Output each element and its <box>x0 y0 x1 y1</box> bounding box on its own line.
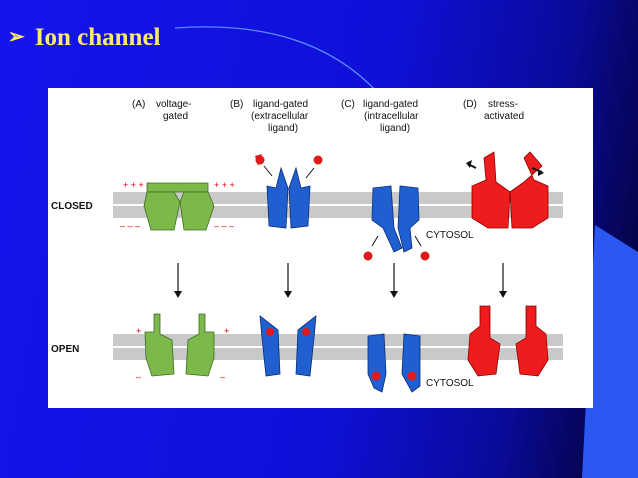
header-letter: (B) <box>230 99 243 110</box>
intracellular-ligand-channel-closed: CYTOSOL <box>363 185 474 261</box>
positive-charge: + + + <box>123 180 144 190</box>
intracellular-ligand-channel-open: CYTOSOL <box>367 333 474 393</box>
header-line: gated <box>163 111 188 122</box>
header-line: ligand) <box>380 123 410 134</box>
ion-channel-diagram: (A) voltage- gated (B) ligand-gated (ext… <box>51 99 563 393</box>
header-line: activated <box>484 111 524 122</box>
ion-channel-figure: (A) voltage- gated (B) ligand-gated (ext… <box>48 88 593 408</box>
positive-charge: + + + <box>214 180 235 190</box>
extracellular-ligand-channel-closed <box>255 154 323 229</box>
header-line: ligand-gated <box>363 99 418 110</box>
row-label-open: OPEN <box>51 344 79 355</box>
bullet-arrow-icon: ➢ <box>8 26 25 48</box>
header-line: (intracellular <box>364 111 419 122</box>
header-line: (extracellular <box>251 111 309 122</box>
negative-charge: – <box>136 372 141 382</box>
header-letter: (D) <box>463 99 477 110</box>
slide-title-text: Ion channel <box>34 24 161 51</box>
header-letter: (C) <box>341 99 355 110</box>
header-letter: (A) <box>132 99 145 110</box>
positive-charge: + <box>136 326 141 336</box>
closed-membrane <box>113 192 563 218</box>
stress-activated-channel-open <box>467 305 549 377</box>
header-intracellular-ligand: (C) ligand-gated (intracellular ligand) <box>341 99 419 134</box>
slide-title: ➢ Ion channel <box>8 24 161 52</box>
transition-arrows <box>174 263 507 298</box>
voltage-gated-channel-closed: + + + + + + – – – – – – <box>120 180 235 231</box>
negative-charge: – – – <box>120 221 140 231</box>
negative-charge: – – – <box>214 221 234 231</box>
header-voltage-gated: (A) voltage- gated <box>132 99 192 122</box>
cytosol-label: CYTOSOL <box>426 378 474 389</box>
header-line: ligand) <box>268 123 298 134</box>
header-line: voltage- <box>156 99 192 110</box>
negative-charge: – <box>220 372 225 382</box>
row-label-closed: CLOSED <box>51 201 93 212</box>
extracellular-ligand-channel-open <box>259 315 317 377</box>
stress-activated-channel-closed <box>466 151 549 229</box>
positive-charge: + <box>224 326 229 336</box>
header-stress-activated: (D) stress- activated <box>463 99 524 122</box>
header-line: ligand-gated <box>253 99 308 110</box>
header-extracellular-ligand: (B) ligand-gated (extracellular ligand) <box>230 99 309 134</box>
open-membrane <box>113 334 563 360</box>
cytosol-label: CYTOSOL <box>426 230 474 241</box>
voltage-gated-channel-open: + + – – <box>136 313 229 382</box>
header-line: stress- <box>488 99 518 110</box>
